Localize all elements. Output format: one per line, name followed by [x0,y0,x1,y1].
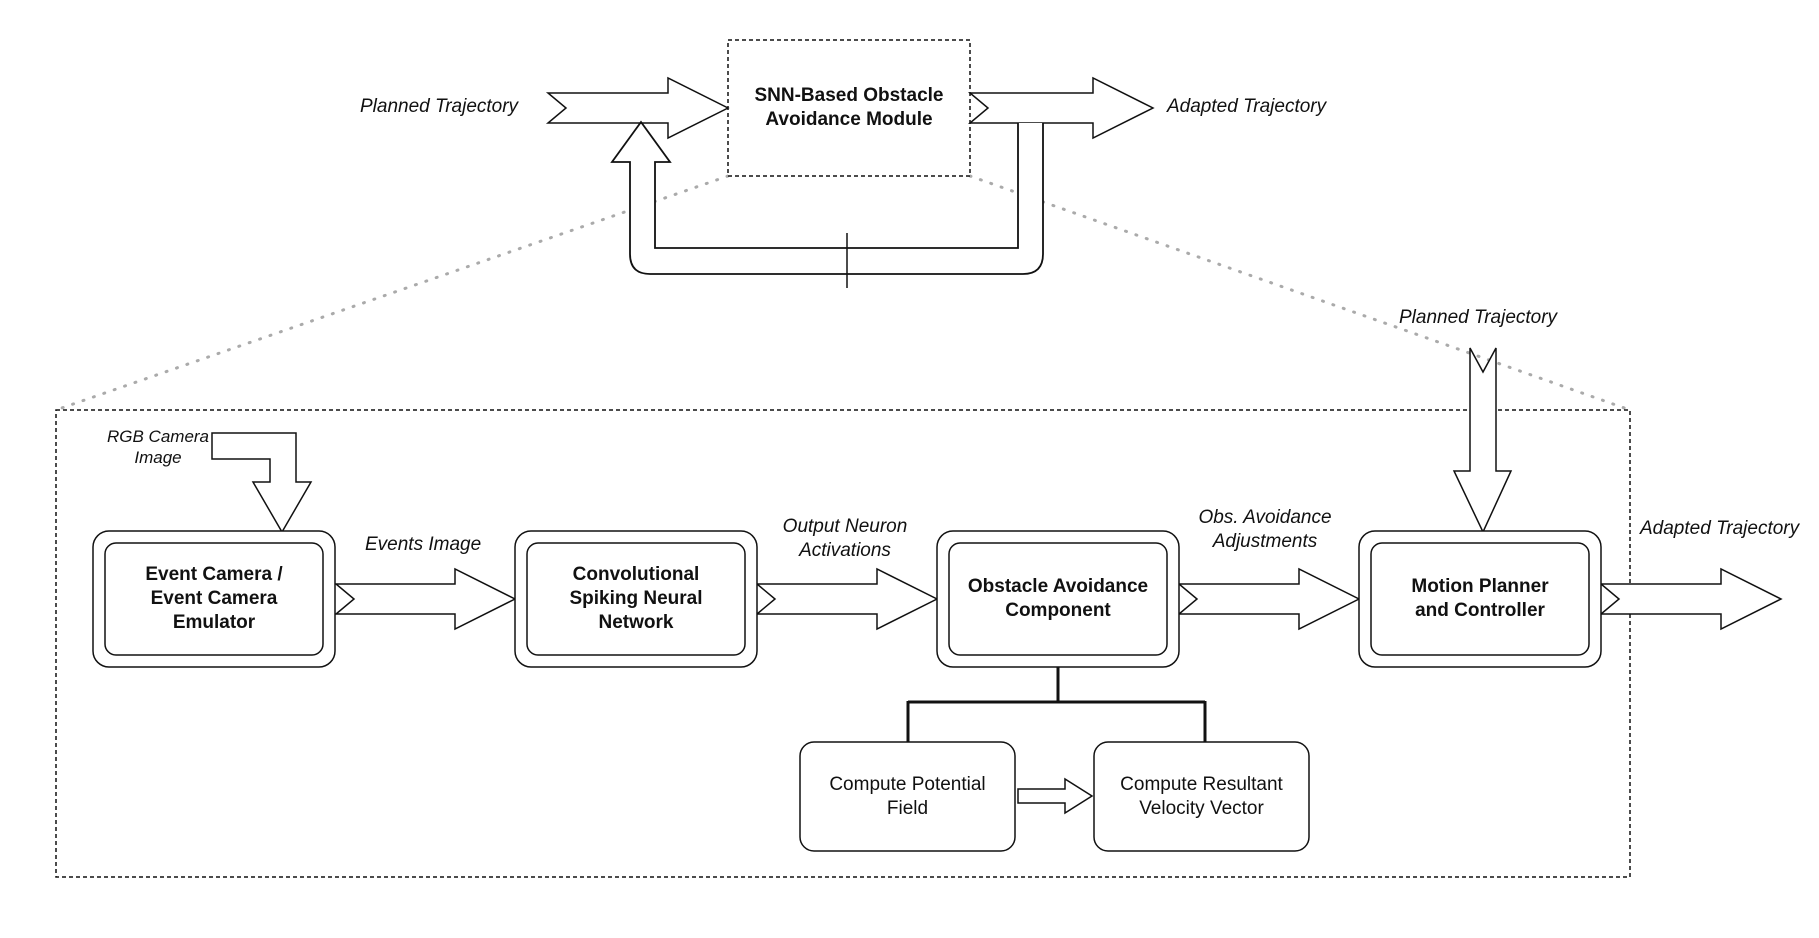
block-motion: Motion Planner and Controller [1371,543,1589,655]
zoom-line-left [54,174,730,412]
block-csnn-frame [514,530,758,668]
block-motion-frame [1358,530,1602,668]
block-csnn-text: Convolutional Spiking Neural Network [569,564,703,633]
arrow-activations [754,567,939,631]
top-input-arrow [545,76,730,140]
detail-adapted-label: Adapted Trajectory [1640,518,1800,539]
rgb-camera-text: RGB Camera Image [106,427,210,468]
arrow-adapted-out [1598,567,1783,631]
subtask-velocity-frame [1093,741,1310,852]
subtask-potential: Compute Potential Field [800,742,1015,851]
edge-adjustments-label: Obs. Avoidance Adjustments [1180,506,1350,554]
block-event-camera-text: Event Camera / Event Camera Emulator [145,564,283,633]
planned-input-arrow [1452,347,1513,534]
rgb-camera-label: RGB Camera Image [78,426,238,469]
subtask-velocity-text: Compute Resultant Velocity Vector [1120,773,1283,819]
block-csnn: Convolutional Spiking Neural Network [527,543,745,655]
subtask-potential-frame [799,741,1016,852]
block-obstacle-text: Obstacle Avoidance Component [967,576,1149,621]
arrow-adjustments [1176,567,1361,631]
subtask-arrow [1017,777,1094,815]
subtask-velocity: Compute Resultant Velocity Vector [1094,742,1309,851]
block-obstacle-frame [936,530,1180,668]
detail-frame [55,409,1631,878]
top-output-arrow [967,76,1155,140]
block-motion-text: Motion Planner and Controller [1411,576,1549,621]
top-module-label: SNN-Based Obstacle Avoidance Module [728,40,970,176]
top-adapted-label: Adapted Trajectory [1167,96,1327,117]
edge-activations-label: Output Neuron Activations [760,515,930,563]
feedback-loop-outer [610,120,1044,275]
arrow-events [333,567,517,631]
subtask-potential-text: Compute Potential Field [829,773,986,819]
rgb-input-arrow [211,432,313,534]
block-event-camera-frame [92,530,336,668]
zoom-line-right [968,174,1632,412]
top-module-text: SNN-Based Obstacle Avoidance Module [754,85,944,130]
top-planned-label: Planned Trajectory [360,96,519,117]
block-obstacle: Obstacle Avoidance Component [949,543,1167,655]
edge-adjustments-text: Obs. Avoidance Adjustments [1198,507,1332,552]
edge-activations-text: Output Neuron Activations [782,516,908,561]
subtask-connector [906,667,1207,742]
top-module-box [727,39,971,177]
block-event-camera: Event Camera / Event Camera Emulator [105,543,323,655]
edge-events-label: Events Image [365,534,482,555]
detail-planned-label: Planned Trajectory [1399,307,1558,328]
